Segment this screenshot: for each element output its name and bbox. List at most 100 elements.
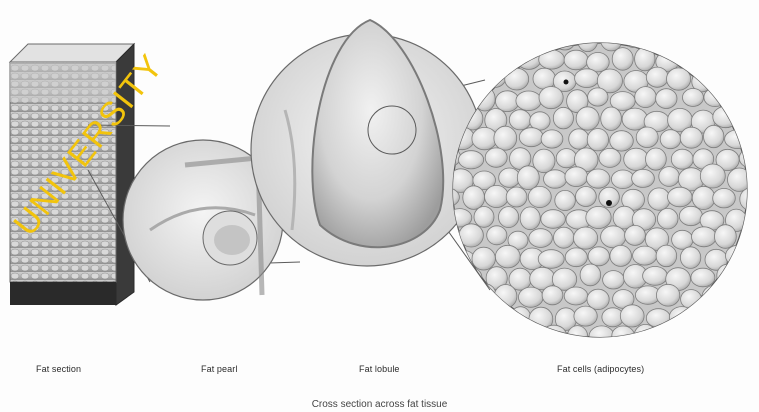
label-fat-pearl: Fat pearl bbox=[201, 364, 237, 374]
adipocyte-cell bbox=[656, 245, 677, 267]
adipocyte-cell bbox=[702, 285, 727, 308]
adipocyte-cell bbox=[542, 286, 563, 305]
adipocyte-cell bbox=[680, 247, 700, 269]
adipocyte-cell bbox=[528, 186, 551, 207]
fat-cells-circle bbox=[436, 28, 759, 348]
adipocyte-cell bbox=[569, 129, 589, 149]
adipocyte-cell bbox=[544, 170, 567, 188]
adipocyte-cell bbox=[520, 207, 540, 230]
adipocyte-cell bbox=[601, 107, 622, 130]
adipocyte-cell bbox=[519, 128, 543, 147]
adipocyte-cell bbox=[539, 50, 565, 69]
adipocyte-cell bbox=[472, 127, 497, 149]
adipocyte-cell bbox=[713, 106, 739, 127]
adipocyte-cell bbox=[574, 306, 597, 326]
adipocyte-cell bbox=[589, 326, 614, 347]
adipocyte-cell bbox=[700, 164, 725, 188]
adipocyte-cell bbox=[510, 307, 531, 329]
adipocyte-cell bbox=[713, 189, 736, 208]
adipocyte-cell bbox=[669, 307, 694, 328]
adipocyte-cell bbox=[611, 170, 634, 189]
adipocyte-cell bbox=[565, 248, 587, 267]
label-fat-section: Fat section bbox=[36, 364, 81, 374]
adipocyte-cell bbox=[668, 187, 693, 207]
adipocyte-cell bbox=[462, 268, 482, 287]
adipocyte-cell bbox=[680, 127, 702, 148]
adipocyte-cell bbox=[580, 264, 601, 286]
adipocyte-cell bbox=[587, 169, 610, 188]
adipocyte-cell bbox=[622, 108, 647, 130]
adipocyte-cell bbox=[601, 28, 623, 51]
adipocyte-cell bbox=[620, 305, 644, 327]
adipocyte-cell bbox=[533, 68, 556, 89]
adipocyte-cell bbox=[646, 148, 667, 170]
adipocyte-cell bbox=[564, 287, 588, 305]
adipocyte-cell bbox=[541, 210, 566, 229]
adipocyte-cell bbox=[539, 87, 563, 109]
adipocyte-cell bbox=[660, 130, 681, 149]
adipocyte-cell bbox=[635, 87, 657, 108]
adipocyte-cell bbox=[624, 148, 649, 170]
adipocyte-cell bbox=[691, 268, 715, 287]
adipocyte-cell bbox=[565, 167, 588, 187]
adipocyte-cells bbox=[436, 28, 759, 348]
fat-section-block bbox=[10, 44, 134, 305]
adipocyte-cell bbox=[646, 67, 668, 87]
adipocyte-cell bbox=[529, 229, 553, 248]
adipocyte-cell bbox=[495, 245, 520, 268]
adipocyte-cell bbox=[692, 186, 715, 209]
adipocyte-cell bbox=[578, 28, 598, 51]
adipocyte-cell bbox=[671, 149, 693, 169]
label-fat-lobule: Fat lobule bbox=[359, 364, 400, 374]
adipocyte-cell bbox=[487, 226, 507, 245]
adipocyte-cell bbox=[740, 188, 759, 210]
adipocyte-cell bbox=[505, 68, 529, 90]
adipocyte-cell bbox=[599, 148, 621, 167]
adipocyte-cell bbox=[692, 227, 717, 247]
adipocyte-cell bbox=[555, 190, 576, 210]
adipocyte-cell bbox=[509, 110, 531, 130]
adipocyte-cell bbox=[517, 166, 539, 190]
adipocyte-cell bbox=[659, 167, 680, 187]
adipocyte-cell bbox=[474, 207, 494, 228]
adipocyte-cell bbox=[680, 48, 705, 70]
adipocyte-cell bbox=[634, 324, 657, 348]
adipocyte-cell bbox=[636, 127, 658, 148]
adipocyte-cell bbox=[472, 247, 495, 270]
adipocyte-cell bbox=[564, 50, 588, 70]
adipocyte-cell bbox=[499, 168, 520, 187]
adipocyte-cell bbox=[632, 169, 655, 187]
adipocyte-cell bbox=[519, 287, 544, 307]
adipocyte-cell bbox=[603, 271, 625, 289]
adipocyte-cell bbox=[483, 69, 506, 88]
figure-caption: Cross section across fat tissue bbox=[0, 399, 759, 410]
adipocyte-cell bbox=[704, 88, 726, 107]
label-fat-cells: Fat cells (adipocytes) bbox=[557, 364, 644, 374]
adipocyte-cell bbox=[715, 225, 737, 249]
adipocyte-cell bbox=[648, 188, 670, 210]
adipocyte-cell bbox=[679, 206, 702, 225]
adipocyte-cell bbox=[635, 47, 655, 71]
adipocyte-cell bbox=[610, 131, 634, 151]
adipocyte-cell bbox=[553, 107, 573, 129]
adipocyte-cell bbox=[567, 326, 588, 349]
adipocyte-cell bbox=[516, 91, 541, 111]
adipocyte-cell bbox=[704, 125, 724, 147]
adipocyte-cell bbox=[494, 126, 517, 150]
adipocyte-cell bbox=[575, 69, 599, 88]
adipocyte-cell bbox=[586, 206, 611, 228]
adipocyte-cell bbox=[656, 284, 679, 306]
adipocyte-cell bbox=[587, 129, 608, 151]
adipocyte-cell bbox=[541, 325, 566, 345]
adipocyte-cell bbox=[623, 28, 646, 47]
adipocyte-cell bbox=[726, 245, 751, 266]
adipocyte-cell bbox=[740, 225, 759, 245]
adipocyte-cell bbox=[625, 225, 646, 245]
adipocyte-cell bbox=[576, 107, 599, 130]
adipocyte-cell bbox=[497, 48, 520, 69]
adipocyte-cell bbox=[538, 250, 564, 269]
adipocyte-cell bbox=[459, 151, 484, 169]
adipocyte-cell bbox=[601, 226, 626, 248]
